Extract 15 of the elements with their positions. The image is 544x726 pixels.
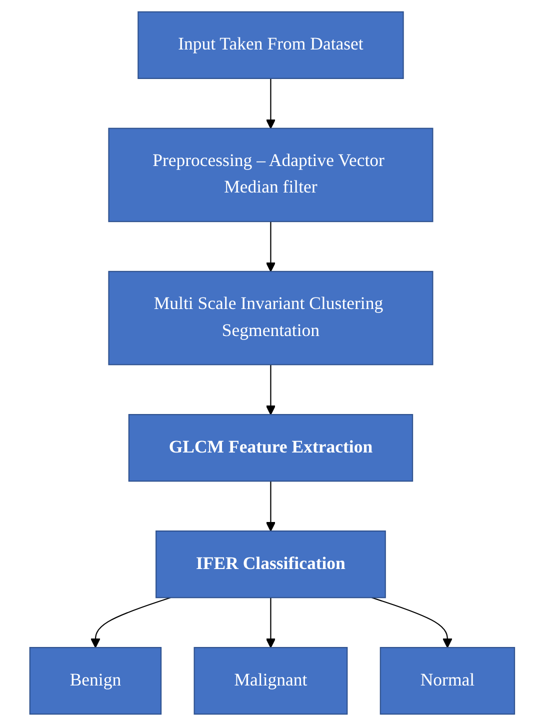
node-box: Preprocessing – Adaptive Vector Median filter <box>108 128 434 222</box>
arrow <box>266 598 276 648</box>
arrow <box>266 78 276 129</box>
arrow <box>266 364 276 416</box>
node-box: Input Taken From Dataset <box>137 11 404 79</box>
arrow <box>266 222 276 272</box>
node-box: GLCM Feature Extraction <box>128 414 413 482</box>
node-box: Normal <box>380 647 515 715</box>
arrow <box>371 597 452 648</box>
arrow <box>266 481 276 532</box>
arrow <box>90 597 171 648</box>
node-box: IFER Classification <box>155 530 386 598</box>
node-box: Malignant <box>194 647 348 715</box>
node-box: Multi Scale Invariant Clustering Segmentation <box>108 270 434 366</box>
node-box: Benign <box>29 647 162 715</box>
